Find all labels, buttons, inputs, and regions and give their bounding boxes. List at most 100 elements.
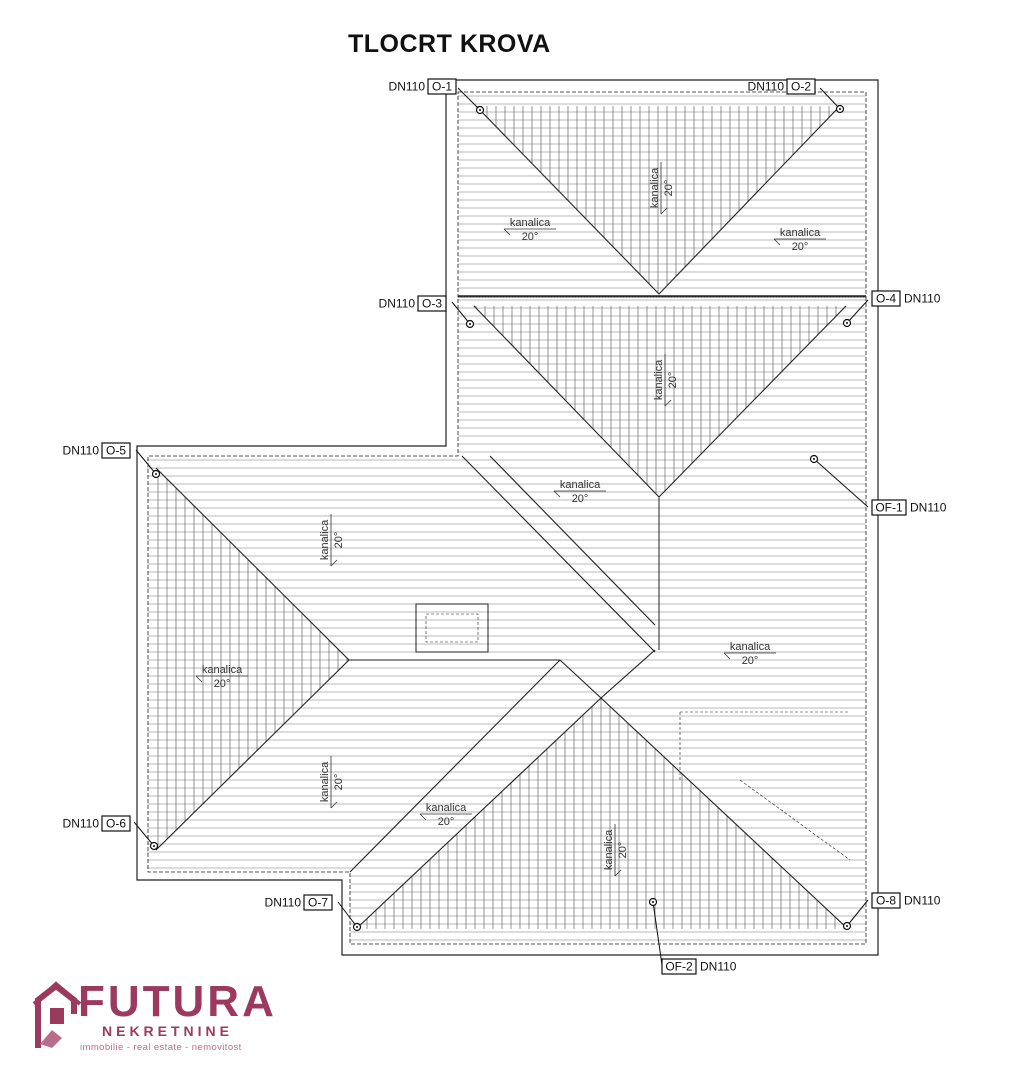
hip-line-h <box>349 659 561 873</box>
slope-material-label: kanalica <box>649 167 661 208</box>
drain-outlet-center <box>813 458 815 460</box>
brand-subtitle: NEKRETNINE <box>102 1023 234 1039</box>
slope-arrow-head <box>723 652 731 660</box>
drain-code-label: O-3 <box>422 297 442 311</box>
drain-leader-line <box>133 821 155 847</box>
drain-leader-line <box>813 458 869 508</box>
drain-leader-line <box>135 449 157 475</box>
drain-size-label: DN110 <box>63 444 100 458</box>
drain-leader-line <box>846 899 869 927</box>
drain-leader-line <box>652 901 663 966</box>
drain-outlet-center <box>652 901 654 903</box>
drain-code-box <box>303 894 333 911</box>
slope-angle-label: 20° <box>792 241 809 253</box>
slope-material-label: kanalica <box>426 802 467 814</box>
drain-leader-line <box>819 87 841 110</box>
drain-code-label: O-7 <box>308 896 328 910</box>
main-gutter-line <box>147 296 867 945</box>
drain-size-label: DN110 <box>265 896 302 910</box>
drain-code-label: O-2 <box>791 80 811 94</box>
slope-material-label: kanalica <box>202 664 243 676</box>
drain-code-label: O-8 <box>876 894 896 908</box>
drain-o6: DN110 O-6 <box>63 815 159 851</box>
slope-angle-label: 20° <box>333 532 345 549</box>
futura-house-logo-icon <box>32 981 82 1048</box>
slope-arrow-head <box>614 869 622 877</box>
slope-arrow-head <box>660 207 668 215</box>
drain-outlet-center <box>356 926 358 928</box>
roof-hip-valley-lines <box>155 105 851 930</box>
slope-angle-label: 20° <box>742 655 759 667</box>
chimney-inner <box>425 613 479 643</box>
drain-o7: DN110 O-7 <box>265 894 362 932</box>
hip-line-g <box>600 649 656 699</box>
slope-arrow-head <box>773 238 781 246</box>
roof-hatch-horizontal <box>147 95 866 941</box>
drain-size-label: DN110 <box>63 817 100 831</box>
drain-size-label: DN110 <box>904 894 941 908</box>
slope-angle-label: 20° <box>667 372 679 389</box>
slope-arrow-head <box>553 490 561 498</box>
drain-size-label: DN110 <box>748 80 785 94</box>
drain-size-label: DN110 <box>379 297 416 311</box>
drain-code-label: O-6 <box>106 817 126 831</box>
drain-outlet-center <box>846 322 848 324</box>
slope-note: kanalica 20° <box>195 664 248 690</box>
slope-arrow-head <box>664 399 672 407</box>
drain-outlet-center <box>469 323 471 325</box>
drain-size-label: DN110 <box>700 960 737 974</box>
drain-code-box <box>427 78 457 95</box>
slope-angle-label: 20° <box>572 493 589 505</box>
chimney-outline <box>415 603 489 653</box>
slope-angle-label: 20° <box>522 231 539 243</box>
drain-o8: O-8 DN110 <box>842 892 941 931</box>
drawing-title: TLOCRT KROVA <box>348 30 551 58</box>
drain-leader-line <box>337 901 358 928</box>
hip-line-center <box>461 455 656 653</box>
drain-leader-line <box>457 87 481 111</box>
valley-line-a <box>475 105 841 295</box>
drain-code-label: OF-1 <box>875 501 903 515</box>
valley-line-b <box>473 305 847 498</box>
futura-logo: FUTURA NEKRETNINE immobilie - real estat… <box>30 978 274 1058</box>
slope-arrow-head <box>330 559 338 567</box>
outer-eave-outline <box>136 79 879 956</box>
slope-material-label: kanalica <box>653 359 665 400</box>
drain-code-box <box>871 892 901 909</box>
slope-arrow-head <box>195 675 203 683</box>
slope-material-label: kanalica <box>560 479 601 491</box>
drain-outlet-center <box>839 108 841 110</box>
slope-material-label: kanalica <box>730 641 771 653</box>
roof-hatch-vertical <box>157 106 846 929</box>
slope-material-label: kanalica <box>603 829 615 870</box>
drain-code-box <box>786 78 816 95</box>
slope-angle-label: 20° <box>214 678 231 690</box>
slope-material-label: kanalica <box>319 519 331 560</box>
drain-size-label: DN110 <box>910 501 947 515</box>
slope-arrow-head <box>419 813 427 821</box>
drain-code-box <box>101 442 131 459</box>
drain-o3: DN110 O-3 <box>379 295 475 329</box>
brand-tagline: immobilie - real estate - nemovitost <box>80 1042 242 1053</box>
hip-line-center-2 <box>489 455 656 626</box>
slope-note: kanalica 20° <box>553 479 606 505</box>
slope-angle-label: 20° <box>663 180 675 197</box>
drain-outlet-center <box>155 473 157 475</box>
hip-line-f <box>559 659 602 699</box>
slope-material-label: kanalica <box>319 761 331 802</box>
drain-of1: OF-1 DN110 <box>809 454 947 516</box>
slope-arrow-head <box>330 801 338 809</box>
drain-size-label: DN110 <box>389 80 426 94</box>
